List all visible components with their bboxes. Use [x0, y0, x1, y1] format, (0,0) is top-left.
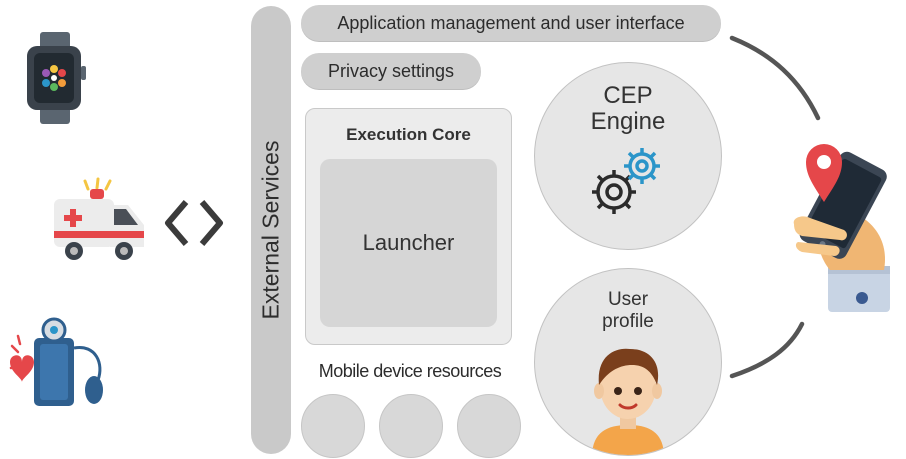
external-services-label: External Services: [257, 140, 284, 320]
user-profile-title: User profile: [602, 289, 654, 332]
launcher-label: Launcher: [362, 230, 455, 255]
execution-core-title: Execution Core: [346, 125, 471, 144]
app-management-label: Application management and user interfac…: [337, 13, 685, 33]
code-brackets-icon: [165, 200, 223, 246]
privacy-settings-pill: Privacy settings: [301, 53, 481, 90]
resource-circle: [301, 394, 365, 458]
blood-pressure-monitor-icon: [9, 317, 103, 406]
app-management-pill: Application management and user interfac…: [301, 5, 721, 42]
ambulance-icon: [54, 177, 144, 260]
user-profile-circle: User profile: [534, 268, 722, 456]
connector-arc-top: [729, 35, 821, 121]
location-pin-icon: [806, 144, 842, 202]
mobile-resources-label: Mobile device resources: [318, 361, 502, 381]
external-services-bar: External Services: [251, 6, 291, 454]
user-avatar-icon: [592, 348, 664, 455]
gears-icon: [592, 148, 660, 214]
execution-core-panel: Execution Core Launcher: [305, 108, 512, 345]
cep-engine-title: CEP Engine: [590, 82, 666, 135]
privacy-settings-label: Privacy settings: [327, 61, 455, 81]
launcher-box: Launcher: [320, 159, 497, 327]
hand-holding-phone-icon: [793, 151, 890, 312]
smartwatch-icon: [27, 32, 86, 124]
connector-arc-bottom: [729, 321, 805, 379]
resource-circle: [457, 394, 521, 458]
resource-circle: [379, 394, 443, 458]
cep-engine-circle: CEP Engine: [534, 62, 722, 250]
